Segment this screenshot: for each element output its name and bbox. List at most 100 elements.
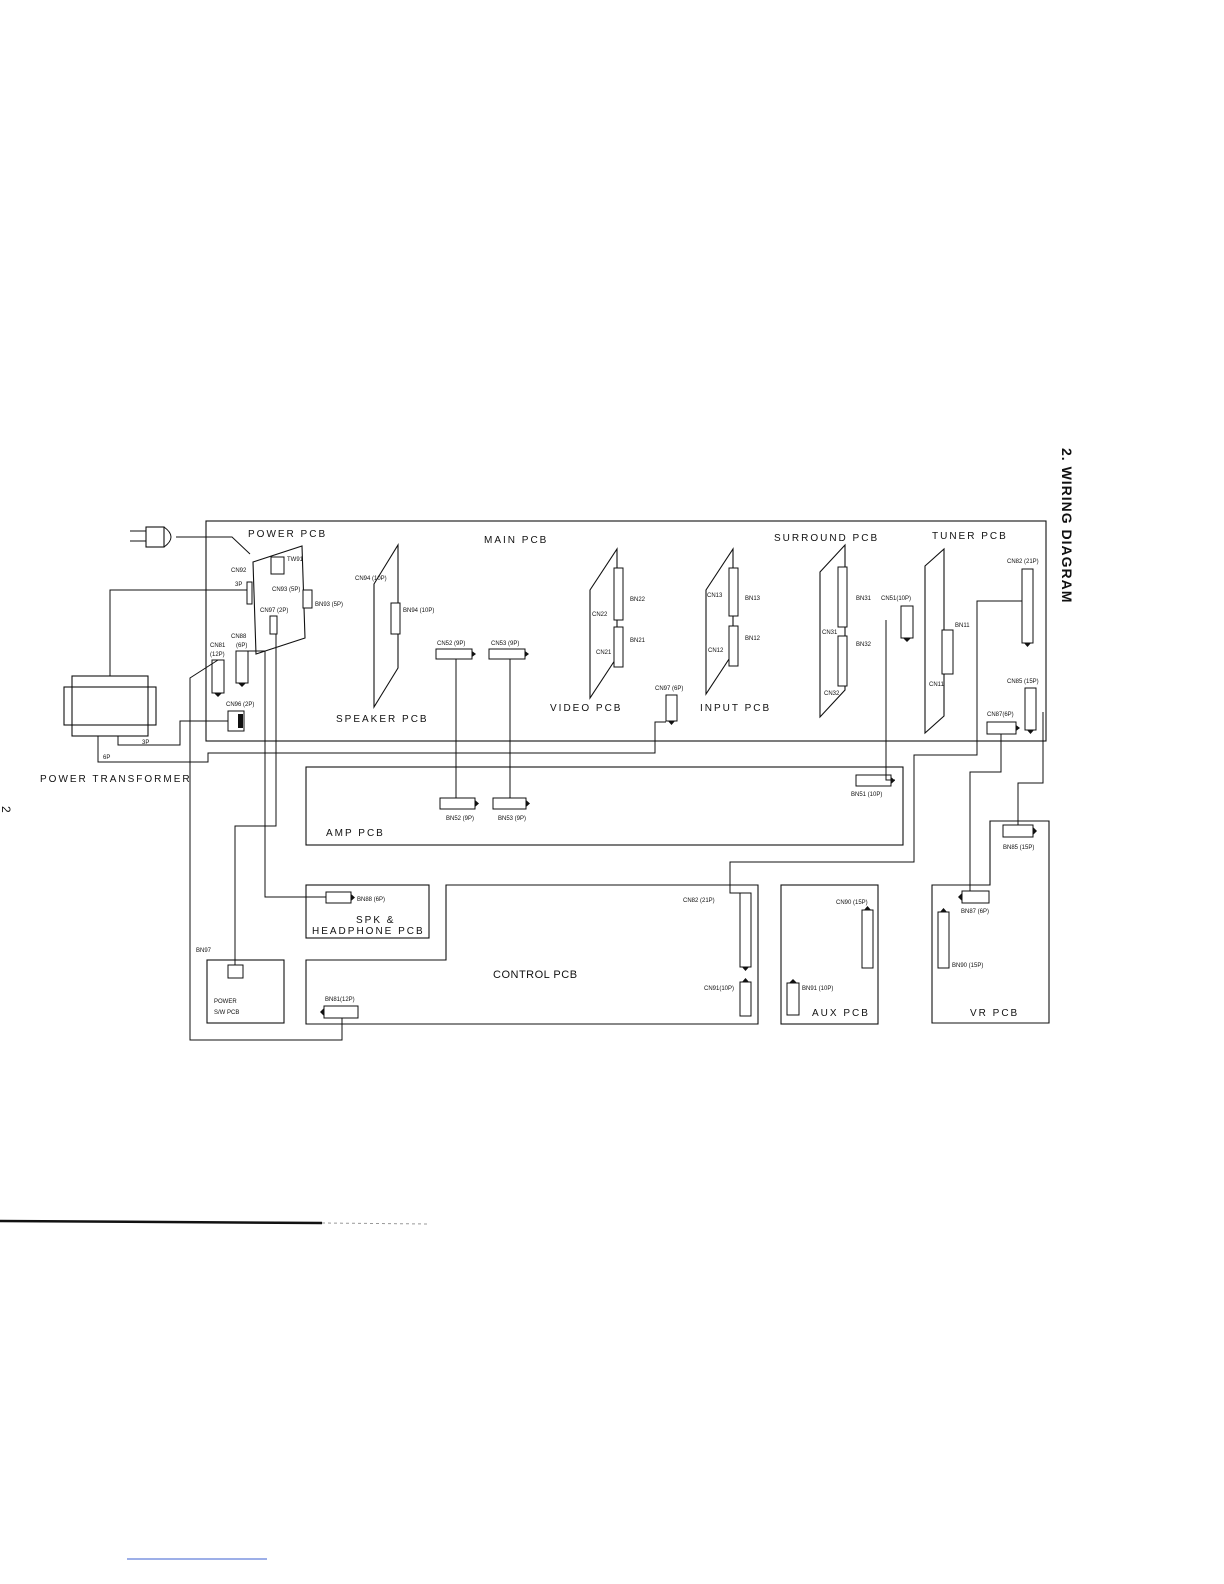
bn53-connector	[492, 797, 527, 810]
cn12-label: CN12	[708, 648, 724, 654]
bn31-label: BN31	[856, 596, 872, 602]
bn53-label: BN53 (9P)	[498, 816, 526, 822]
bn12-connector	[728, 625, 739, 667]
cn92-connector	[246, 581, 253, 605]
bn21-connector	[613, 626, 624, 668]
cn93-label: CN93 (5P)	[272, 587, 300, 593]
cn97-6p-connector	[665, 694, 678, 722]
cn13-label: CN13	[707, 593, 723, 599]
power-transformer-label: POWER TRANSFORMER	[40, 774, 192, 785]
video-pcb-label: VIDEO PCB	[550, 703, 622, 714]
bn13-label: BN13	[745, 596, 761, 602]
cn81-label: CN81	[210, 643, 226, 649]
bn11-connector	[941, 629, 954, 675]
cn82-tuner-connector	[1021, 568, 1034, 644]
tuner-pcb-label: TUNER PCB	[932, 531, 1008, 542]
control-pcb-label: CONTROL PCB	[493, 969, 578, 981]
cn88-label: CN88	[231, 634, 247, 640]
cn21-label: CN21	[596, 650, 612, 656]
tuner-pcb	[924, 547, 945, 735]
cn81-connector	[211, 659, 225, 694]
amp-pcb-label: AMP PCB	[326, 828, 385, 839]
aux-pcb	[780, 884, 879, 1025]
bn94-connector	[390, 602, 401, 635]
bn94-label: BN94 (10P)	[403, 608, 434, 614]
cn52-label: CN52 (9P)	[437, 641, 465, 647]
bn85-label: BN85 (15P)	[1003, 845, 1034, 851]
cn88-connector	[235, 650, 249, 684]
ac-plug-icon	[130, 526, 251, 555]
cn90-label: CN90 (15P)	[836, 900, 868, 906]
bn93-connector	[302, 589, 313, 609]
bn87-label: BN87 (6P)	[961, 909, 989, 915]
vr-pcb-label: VR PCB	[970, 1008, 1019, 1019]
bn81-label: BN81(12P)	[325, 997, 355, 1003]
cn82-control-connector	[739, 892, 752, 968]
bn13-connector	[728, 567, 739, 617]
6p-label: 6P	[103, 755, 110, 761]
cn94-label: CN94 (10P)	[355, 576, 387, 582]
bn11-label: BN11	[955, 623, 970, 629]
speaker-pcb-label: SPEAKER PCB	[336, 714, 429, 725]
bn22-connector	[613, 567, 624, 621]
page-title: 2. WIRING DIAGRAM	[1059, 448, 1075, 603]
3p-label-b: 3P	[142, 740, 149, 746]
bn97-label: BN97	[196, 948, 212, 954]
bn52-label: BN52 (9P)	[446, 816, 474, 822]
bn91-connector	[786, 982, 800, 1016]
cn51-connector	[900, 605, 914, 639]
cn97-6p-label: CN97 (6P)	[655, 686, 683, 692]
bn32-label: BN32	[856, 642, 872, 648]
control-pcb	[305, 884, 759, 1025]
speaker-pcb	[373, 543, 399, 709]
power-sw-label-line1: POWER	[214, 999, 237, 1005]
bn52-connector	[439, 797, 476, 810]
bn87-connector	[961, 890, 990, 904]
bottom-rule	[0, 1219, 323, 1225]
power-sw-label-line2: S/W PCB	[214, 1010, 239, 1016]
bn90-label: BN90 (15P)	[952, 963, 983, 969]
cn85-label: CN85 (15P)	[1007, 679, 1039, 685]
tw91-connector	[270, 556, 285, 575]
cn53-label: CN53 (9P)	[491, 641, 519, 647]
amp-pcb	[305, 766, 904, 846]
cn97-2p-label: CN97 (2P)	[260, 608, 288, 614]
3p-label-a: 3P	[235, 582, 242, 588]
tw91-label: TW91	[287, 557, 304, 563]
bn93-label: BN93 (5P)	[315, 602, 343, 608]
bn85-connector	[1002, 824, 1034, 838]
bn12-label: BN12	[745, 636, 761, 642]
bn97-connector	[227, 964, 244, 979]
bn51-label: BN51 (10P)	[851, 792, 882, 798]
vr-pcb	[931, 820, 1050, 1024]
cn82-control-label: CN82 (21P)	[683, 898, 715, 904]
cn91-connector	[739, 981, 752, 1017]
bn88-label: BN88 (6P)	[357, 897, 385, 903]
cn87-connector	[986, 721, 1017, 735]
input-pcb-label: INPUT PCB	[700, 703, 771, 714]
main-chassis-outline	[205, 520, 1047, 742]
cn88-pins-label: (6P)	[236, 643, 247, 649]
bn22-label: BN22	[630, 597, 646, 603]
cn96-label: CN96 (2P)	[226, 702, 254, 708]
cn91-label: CN91(10P)	[704, 986, 734, 992]
bn88-connector	[325, 891, 352, 904]
cn92-label: CN92	[231, 568, 247, 574]
cn53-connector	[488, 648, 526, 660]
aux-pcb-label: AUX PCB	[812, 1008, 870, 1019]
cn22-label: CN22	[592, 612, 608, 618]
cn97-2p-connector	[269, 615, 278, 635]
video-pcb	[589, 547, 618, 700]
main-pcb-label: MAIN PCB	[484, 535, 548, 546]
bn32-connector	[837, 635, 848, 687]
cn11-label: CN11	[929, 682, 945, 688]
wiring-harness	[97, 589, 1044, 1041]
power-pcb-label: POWER PCB	[248, 529, 327, 540]
cn52-connector	[435, 648, 473, 660]
spk-pcb-label-line1: SPK &	[356, 915, 395, 926]
cn81-pins-label: (12P)	[210, 652, 225, 658]
spk-headphone-pcb	[305, 884, 430, 939]
cn85-connector	[1024, 687, 1037, 731]
bn90-connector	[937, 911, 950, 969]
